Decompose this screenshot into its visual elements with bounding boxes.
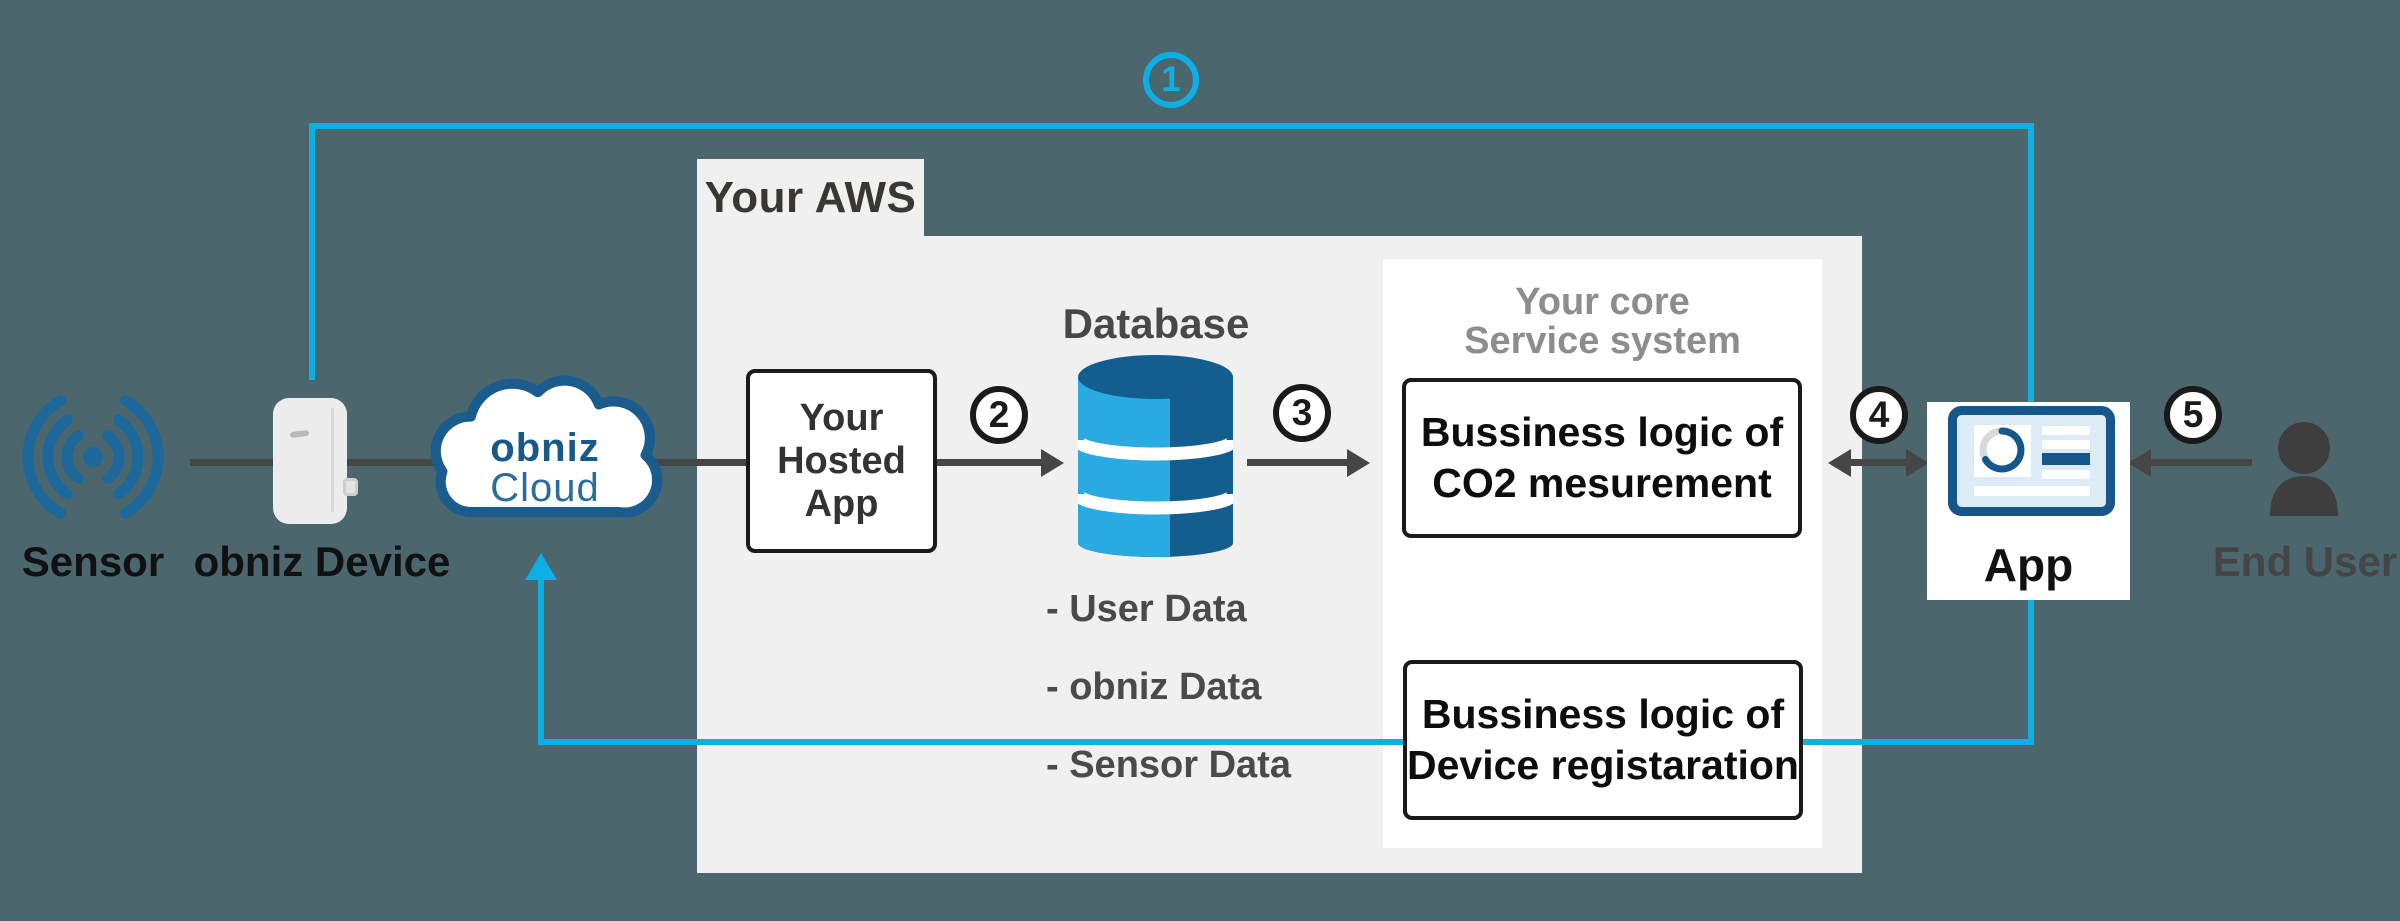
co2-logic-box: Bussiness logic of CO2 mesurement [1402,378,1802,538]
device-crease-detail [331,408,334,512]
step-3-number: 3 [1291,392,1313,433]
aws-folder-tab: Your AWS [697,159,924,237]
arrow-4-line [1849,459,1907,466]
flow-arrow-to-cloud-head-icon [525,553,557,580]
cloud-icon [430,375,663,518]
flow-line-left-leg [309,123,315,380]
end-user-person-icon [2270,422,2338,516]
database-items-list: - User Data - obniz Data - Sensor Data [1046,590,1291,785]
step-1-badge: 1 [1143,52,1199,108]
arrow-3-head-icon [1347,449,1370,477]
co2-logic-line2: CO2 mesurement [1432,460,1772,506]
step-3-badge: 3 [1273,384,1331,442]
database-cylinder-icon [1078,355,1233,557]
arrow-5-line [2151,459,2252,466]
app-label: App [1983,539,2074,591]
cloud-brand-name: obniz [490,426,600,470]
device-clip-detail [343,478,358,496]
step-4-badge: 4 [1850,386,1908,444]
hosted-app-line2: Hosted [777,439,906,482]
core-panel-title-line1: Your core [1515,281,1690,323]
end-user-label: End User [2212,538,2398,585]
core-panel-title-line2: Service system [1464,320,1741,362]
app-window-icon [1948,406,2115,516]
hosted-app-line1: Your [799,396,884,439]
hosted-app-box: Your Hosted App [746,369,937,553]
hosted-app-line3: App [804,482,879,525]
cloud-brand-suffix: Cloud [490,466,600,510]
step-4-number: 4 [1868,394,1890,435]
database-item-0: - User Data [1046,588,1247,630]
arrow-4-left-head-icon [1828,449,1851,477]
device-registration-line2: Device registaration [1407,742,1799,788]
device-label: obniz Device [193,538,451,585]
step-5-number: 5 [2182,394,2204,435]
arrow-3-line [1247,459,1347,466]
arrow-2-line [937,459,1041,466]
aws-title: Your AWS [704,173,917,222]
flow-line-bottom [538,739,2034,745]
step-1-number: 1 [1161,60,1181,99]
step-2-badge: 2 [970,386,1028,444]
database-title: Database [1062,300,1250,347]
step-2-number: 2 [988,394,1010,435]
sensor-signal-icon [22,395,164,519]
device-registration-logic-box: Bussiness logic of Device registaration [1403,660,1803,820]
database-item-2: - Sensor Data [1046,744,1291,786]
obniz-device-icon [273,398,358,524]
database-item-1: - obniz Data [1046,666,1262,708]
obniz-cloud-node: obniz Cloud [418,356,672,532]
arrow-2-head-icon [1041,449,1064,477]
co2-logic-line1: Bussiness logic of [1420,409,1784,455]
sensor-label: Sensor [21,538,165,585]
device-registration-line1: Bussiness logic of [1421,691,1785,737]
arrow-5-head-icon [2128,449,2151,477]
flow-line-top [309,123,2034,129]
device-slot-detail [289,429,310,439]
flow-arrow-to-cloud-line [538,578,544,745]
step-5-badge: 5 [2164,386,2222,444]
arrow-4-right-head-icon [1906,449,1929,477]
